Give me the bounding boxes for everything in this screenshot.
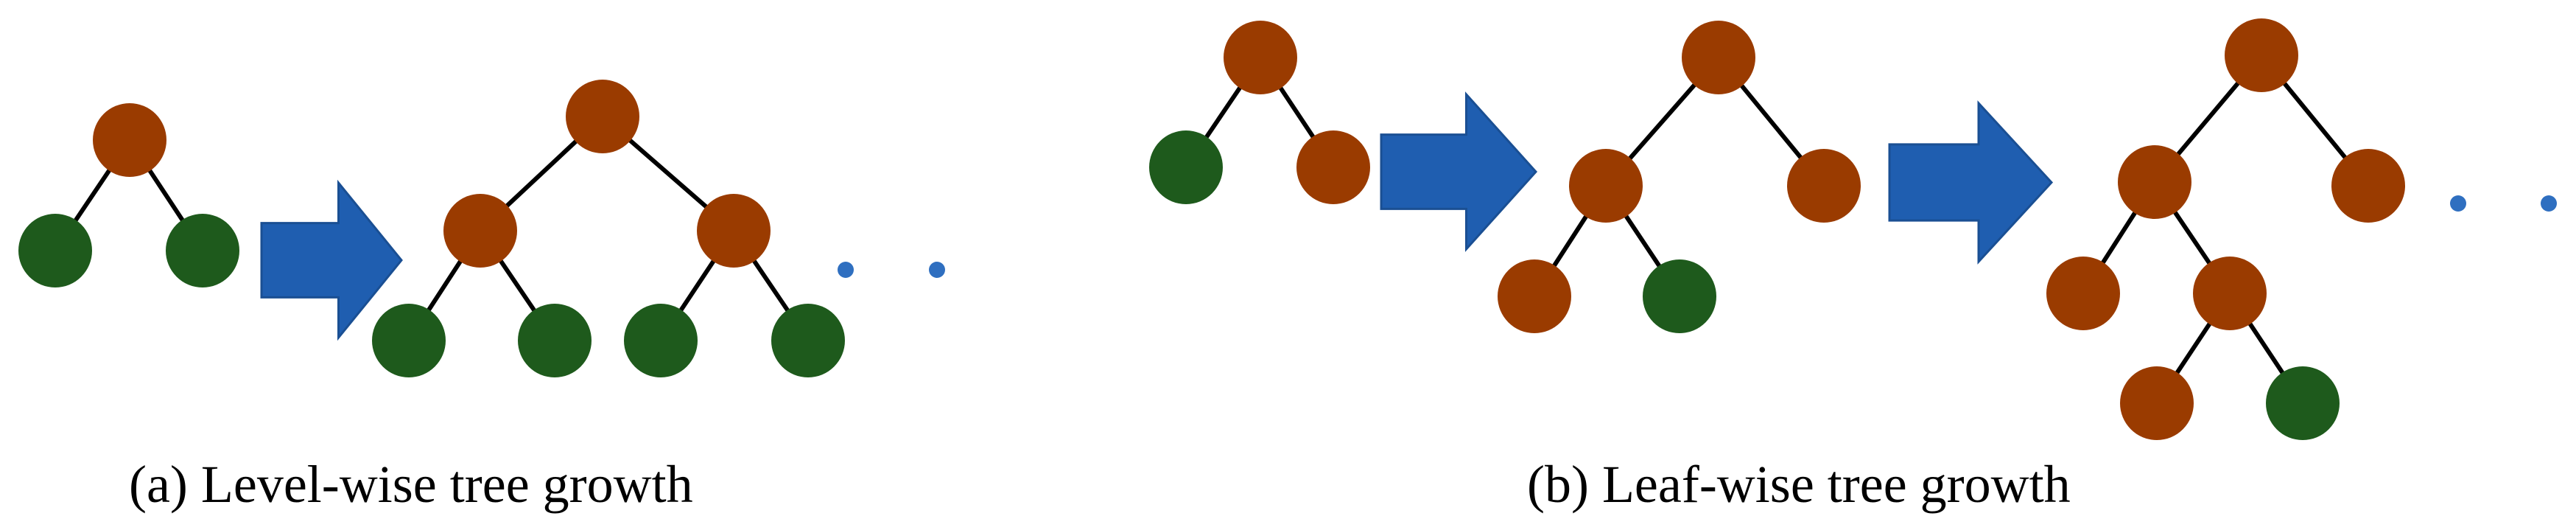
- level-wise-stage-1-leaf-node-a: [18, 214, 92, 287]
- level-wise-stage-2-leaf-node-d: [518, 304, 592, 377]
- level-wise-stage-2-leaf-node-e: [624, 304, 698, 377]
- level-wise-continuation-dot-1: [838, 262, 854, 278]
- growth-arrow-2: [1380, 91, 1538, 252]
- dots-layer: [838, 195, 2557, 278]
- level-wise-stage-2-split-node-r: [566, 80, 639, 153]
- growth-arrow-3: [1888, 100, 2054, 265]
- leaf-wise-stage-3-split-node-a: [2118, 145, 2191, 219]
- leaf-wise-stage-2-split-node-b: [1787, 149, 1861, 223]
- level-wise-stage-1-split-node-r: [93, 103, 166, 177]
- leaf-wise-stage-2-split-node-a: [1569, 149, 1643, 223]
- leaf-wise-stage-1-leaf-node-a: [1149, 130, 1223, 204]
- leaf-wise-stage-3-split-node-d: [2193, 257, 2267, 330]
- nodes-layer: [18, 18, 2405, 440]
- leaf-wise-stage-1-split-node-r: [1224, 21, 1297, 94]
- arrows-layer: [260, 91, 2054, 341]
- leaf-wise-stage-2-split-node-r: [1682, 21, 1755, 94]
- caption-level-wise: (a) Level-wise tree growth: [129, 455, 693, 514]
- level-wise-stage-2-leaf-node-f: [771, 304, 845, 377]
- leaf-wise-continuation-dot-1: [2450, 195, 2466, 212]
- level-wise-stage-1-leaf-node-b: [166, 214, 239, 287]
- growth-arrow-1: [260, 179, 403, 341]
- level-wise-stage-2-leaf-node-c: [372, 304, 446, 377]
- level-wise-stage-2-split-node-b: [697, 194, 771, 268]
- leaf-wise-stage-2-leaf-node-d: [1643, 259, 1716, 333]
- leaf-wise-stage-3-split-node-r: [2225, 18, 2298, 92]
- level-wise-stage-2-split-node-a: [443, 194, 517, 268]
- caption-leaf-wise: (b) Leaf-wise tree growth: [1527, 455, 2071, 514]
- level-wise-continuation-dot-2: [929, 262, 945, 278]
- leaf-wise-stage-3-split-node-e: [2120, 366, 2194, 440]
- leaf-wise-continuation-dot-2: [2541, 195, 2557, 212]
- leaf-wise-stage-3-split-node-c: [2046, 257, 2120, 330]
- leaf-wise-stage-2-split-node-c: [1498, 259, 1571, 333]
- leaf-wise-stage-3-leaf-node-f: [2266, 366, 2340, 440]
- leaf-wise-stage-3-split-node-b: [2331, 149, 2405, 223]
- leaf-wise-stage-1-split-node-b: [1296, 130, 1370, 204]
